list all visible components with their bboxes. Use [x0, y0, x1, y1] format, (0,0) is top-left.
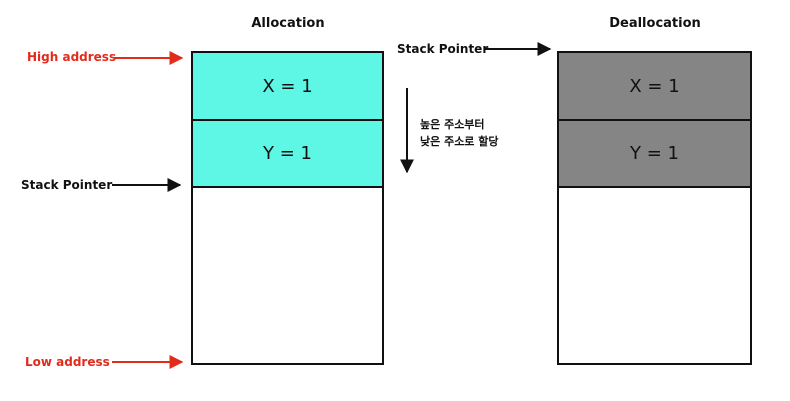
deallocation-cell-y: Y = 1 [557, 119, 752, 188]
allocation-cell-y: Y = 1 [191, 119, 384, 188]
allocation-stack-pointer-label: Stack Pointer [21, 178, 113, 192]
deallocation-stack-pointer-label: Stack Pointer [397, 42, 489, 56]
allocation-title: Allocation [251, 16, 325, 31]
high-address-label: High address [27, 50, 117, 64]
low-address-label: Low address [25, 355, 110, 369]
direction-note-line2: 낮은 주소로 할당 [420, 135, 499, 148]
direction-note: 높은 주소부터 낮은 주소로 할당 [420, 116, 499, 150]
deallocation-free-space [557, 186, 752, 365]
direction-note-line1: 높은 주소부터 [420, 118, 485, 131]
allocation-free-space [191, 186, 384, 365]
deallocation-title: Deallocation [609, 16, 701, 31]
